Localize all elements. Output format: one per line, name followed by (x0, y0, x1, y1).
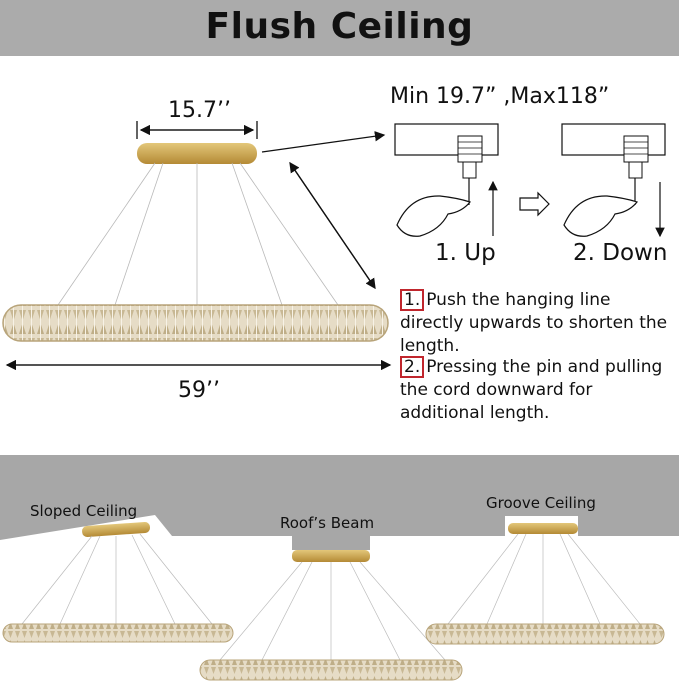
main-chandelier (2, 143, 389, 342)
step-2-text: Pressing the pin and pulling the cord do… (400, 357, 663, 423)
dimension-lines (5, 121, 392, 371)
step-2: 2.Pressing the pin and pulling the cord … (400, 356, 676, 425)
down-label: 2. Down (573, 240, 668, 266)
cord-range-label: Min 19.7” ,Max118” (390, 84, 610, 109)
up-label: 1. Up (435, 240, 496, 266)
step-1: 1.Push the hanging line directly upwards… (400, 289, 676, 358)
roof-beam-label: Roof’s Beam (280, 514, 375, 532)
sloped-ceiling-chandelier (2, 521, 234, 643)
adjust-arrow (519, 191, 550, 217)
width-top-label: 15.7’’ (168, 98, 231, 123)
groove-ceiling-chandelier (425, 523, 665, 645)
adjust-down-illustration (561, 123, 666, 238)
roof-beam-chandelier (199, 550, 463, 681)
page-title: Flush Ceiling (205, 6, 474, 47)
canopy (137, 143, 257, 164)
groove-ceiling-label: Groove Ceiling (486, 494, 596, 512)
title-banner (0, 0, 679, 56)
width-bottom-label: 59’’ (178, 378, 220, 403)
sloped-ceiling-label: Sloped Ceiling (30, 502, 138, 520)
step-1-number: 1. (400, 289, 425, 311)
hanging-wires (57, 162, 339, 306)
adjust-up-illustration (394, 123, 499, 237)
crystal-ring (2, 304, 389, 342)
step-2-number: 2. (400, 356, 425, 378)
step-1-text: Push the hanging line directly upwards t… (400, 290, 668, 356)
ceiling-silhouettes (0, 455, 679, 550)
